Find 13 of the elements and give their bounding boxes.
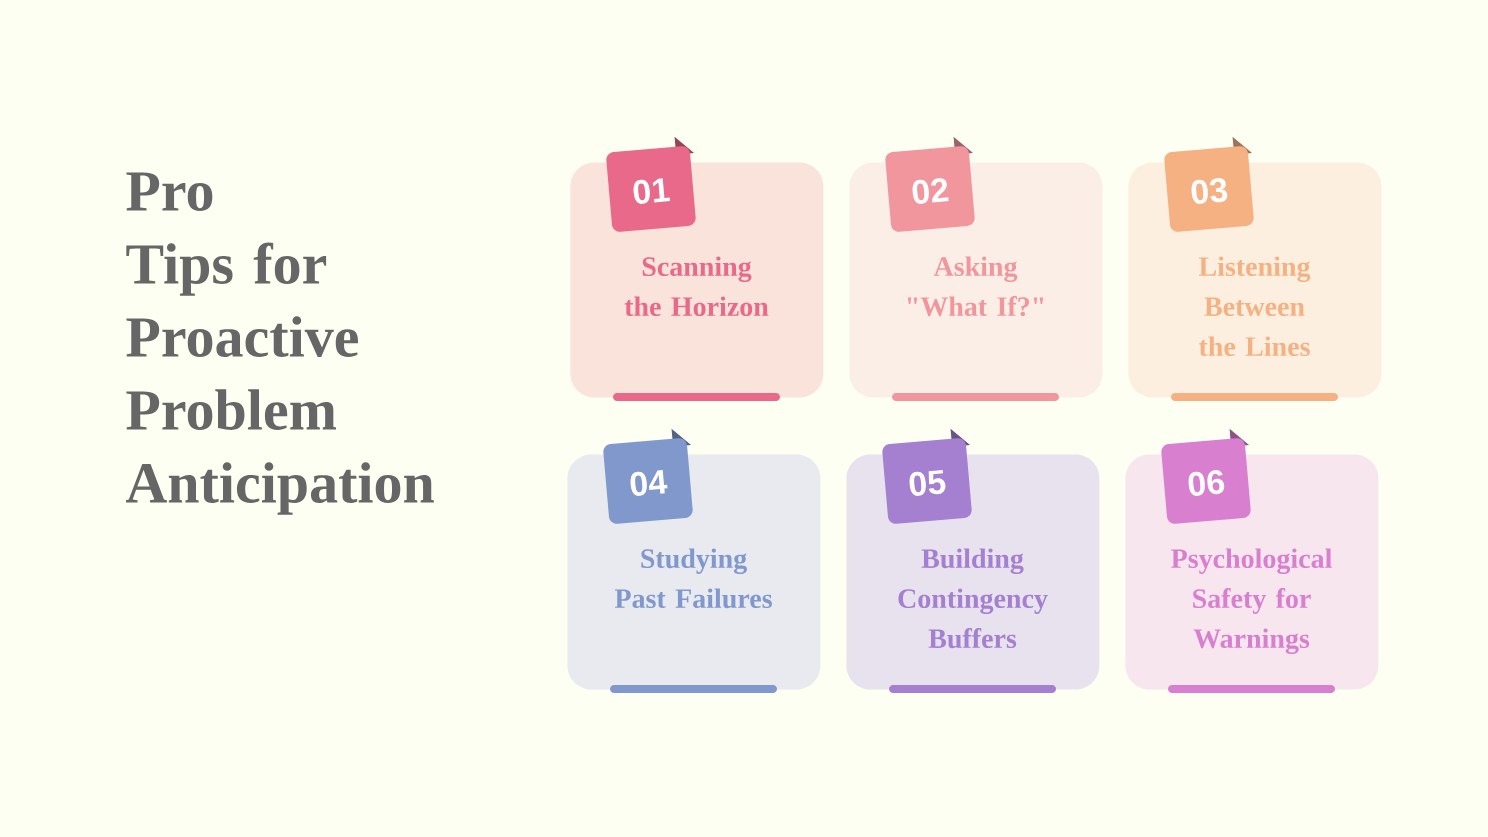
card-title: Studying Past Failures [614,548,772,609]
number-badge: 04 [603,428,693,524]
number-badge: 06 [1161,428,1251,524]
card-title: Psychological Safety for Warnings [1171,548,1332,654]
card-title: Building Contingency Buffers [898,548,1048,649]
number-badge: 03 [1164,136,1254,232]
card-title: Asking "What If?" [907,256,1044,317]
number-badge: 05 [882,428,972,524]
card-title: Scanning the Horizon [624,256,769,317]
title: Pro Tips for Proactive Problem Anticipation [125,172,434,515]
number-badge: 01 [606,136,696,232]
card-title: Listening Between the Lines [1198,256,1311,357]
number-badge: 02 [885,136,975,232]
